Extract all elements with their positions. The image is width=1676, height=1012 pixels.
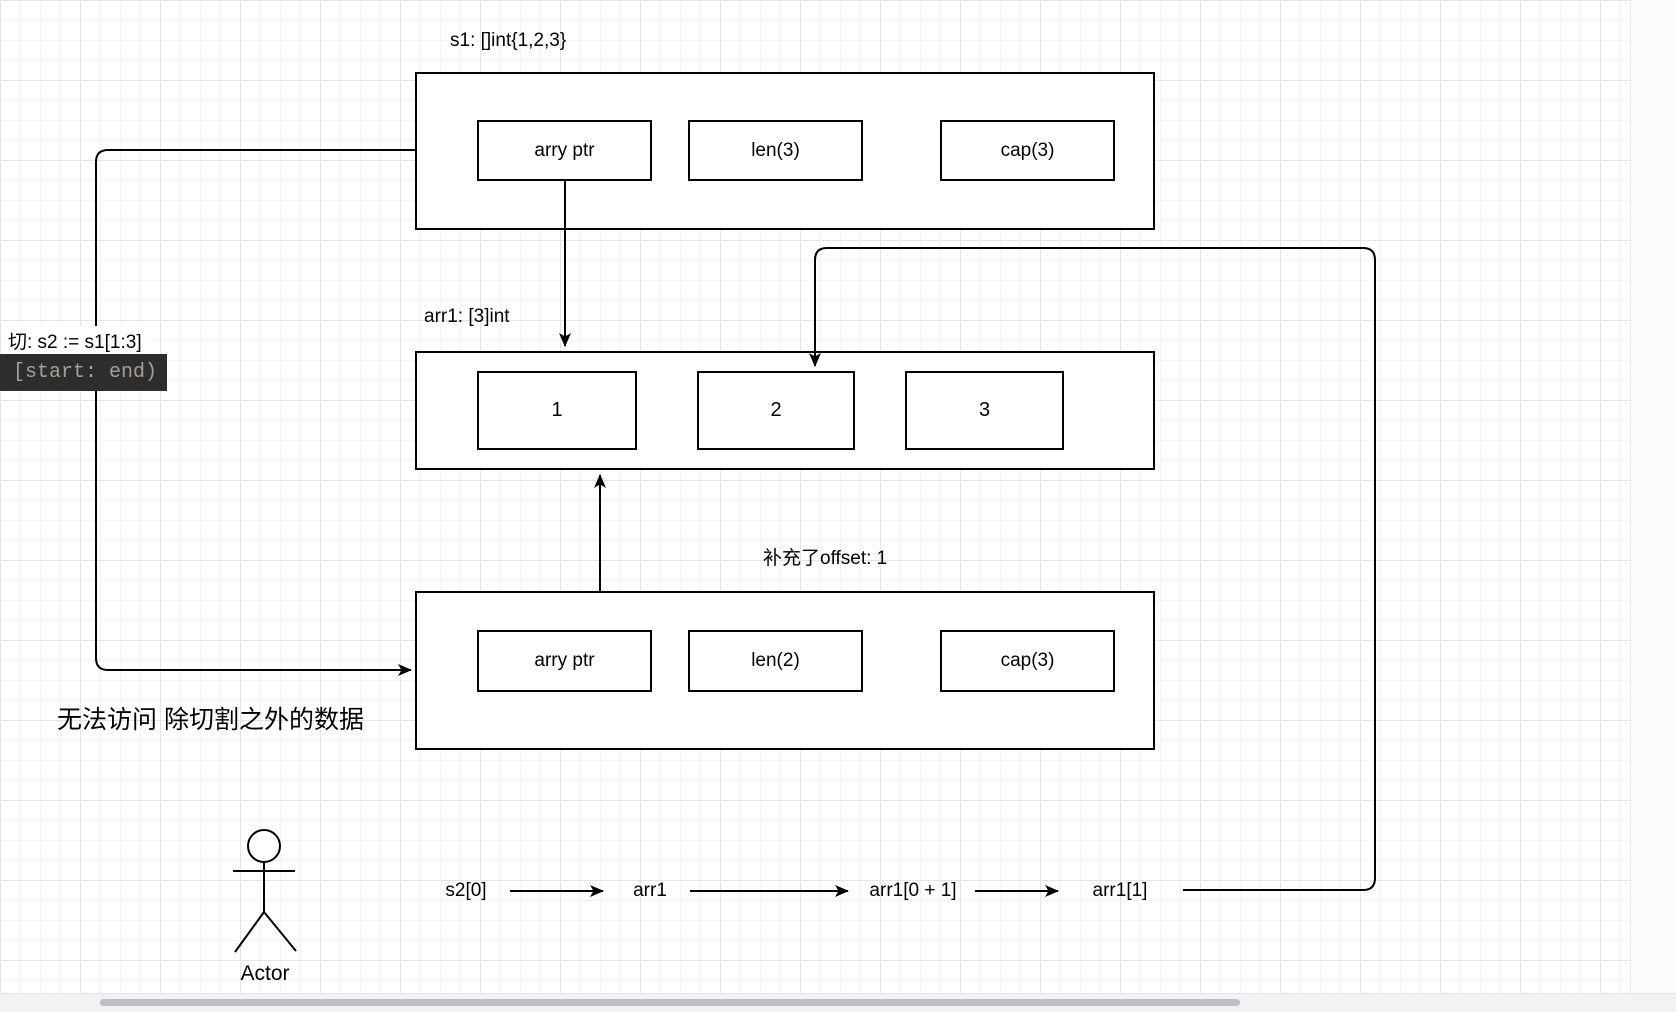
s1-cell-cap[interactable]: cap(3) (940, 120, 1115, 181)
s1-cell-arryptr[interactable]: arry ptr (477, 120, 652, 181)
flow-item-arr1-1[interactable]: arr1[1] (1092, 880, 1148, 901)
arrow-arr1idx1-to-cell2[interactable] (809, 247, 1376, 891)
s2-cell-arryptr[interactable]: arry ptr (477, 630, 652, 692)
flow-item-arr1-0plus1[interactable]: arr1[0 + 1] (869, 880, 957, 901)
s2-cell-cap[interactable]: cap(3) (940, 630, 1115, 692)
arr1-cell-1[interactable]: 1 (477, 371, 637, 450)
horizontal-scrollbar-track[interactable] (0, 993, 1676, 1012)
slice-expression-label[interactable]: 切: s2 := s1[1:3] (6, 326, 146, 355)
s2-cell-len[interactable]: len(2) (688, 630, 863, 692)
arr1-cell-3[interactable]: 3 (905, 371, 1064, 450)
right-gutter (1630, 0, 1676, 993)
actor-legs (234, 911, 297, 953)
s1-cell-len[interactable]: len(3) (688, 120, 863, 181)
slice-range-badge[interactable]: [start: end) (0, 354, 168, 391)
no-access-note[interactable]: 无法访问 除切割之外的数据 (57, 706, 364, 734)
arr1-cell-2[interactable]: 2 (697, 371, 855, 450)
actor-label[interactable]: Actor (240, 962, 290, 985)
s1-box-label[interactable]: s1: []int{1,2,3} (450, 30, 567, 51)
horizontal-scrollbar-thumb[interactable] (100, 999, 1240, 1006)
arrow-s1-to-s2[interactable] (95, 149, 415, 676)
flow-item-arr1[interactable]: arr1 (633, 880, 667, 901)
flow-item-s2-0[interactable]: s2[0] (445, 880, 487, 901)
arr1-box-label[interactable]: arr1: [3]int (424, 306, 510, 327)
offset-note[interactable]: 补充了offset: 1 (763, 548, 888, 569)
